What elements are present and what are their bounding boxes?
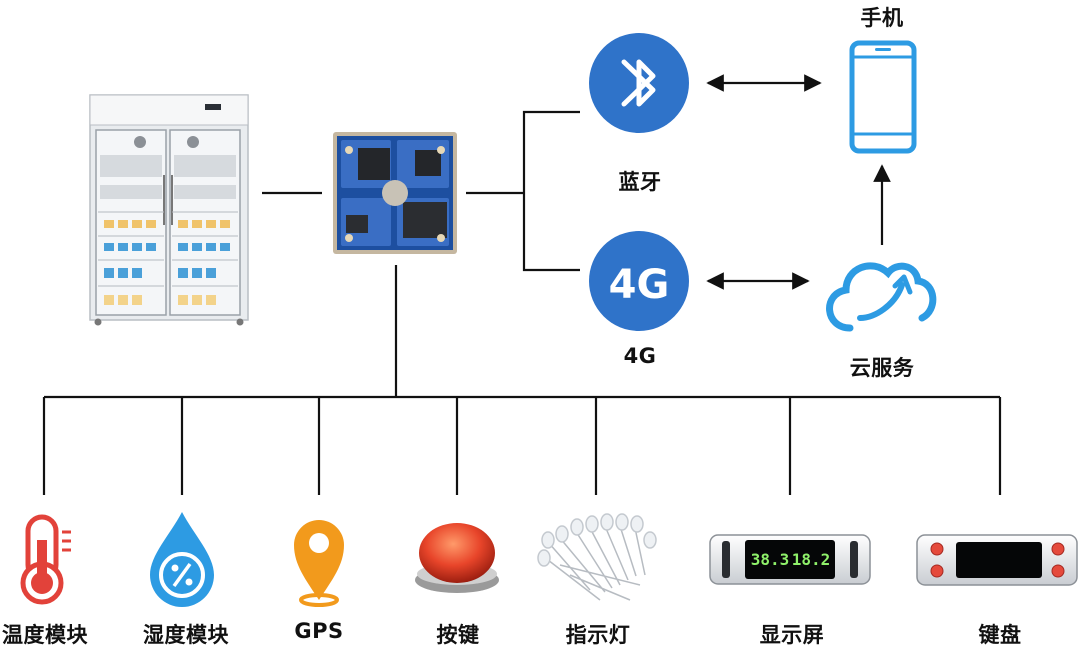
module-label-indicator: 指示灯 [565, 623, 631, 647]
keypad-panel-icon [916, 534, 1078, 586]
4g-badge-text: 4G [609, 262, 670, 308]
4g-icon: 4G [589, 231, 689, 331]
medicine-cabinet-icon [89, 94, 249, 326]
display-readout-left: 38.3 [751, 550, 790, 569]
bluetooth-icon [589, 33, 689, 133]
core-board-icon [333, 132, 457, 254]
module-label-temperature: 温度模块 [2, 623, 88, 647]
module-label-gps: GPS [294, 619, 344, 643]
module-label-humidity: 湿度模块 [143, 623, 229, 647]
module-label-keypad: 键盘 [978, 623, 1022, 647]
led-indicator-icon [537, 513, 657, 601]
bluetooth-label: 蓝牙 [618, 170, 662, 194]
cloud-sync-icon [826, 262, 937, 332]
push-button-icon [415, 523, 499, 593]
thermometer-icon [20, 514, 71, 605]
phone-label: 手机 [860, 6, 904, 30]
module-label-button: 按键 [436, 623, 480, 647]
humidity-drop-icon [150, 512, 214, 607]
split-branch-line [522, 110, 580, 272]
gps-pin-icon [294, 520, 344, 607]
connection-lines [42, 74, 1002, 495]
display-panel-icon: 38.3 18.2 [709, 534, 871, 585]
cloud-label: 云服务 [849, 356, 915, 380]
module-label-display: 显示屏 [759, 623, 825, 647]
display-readout-right: 18.2 [792, 550, 831, 569]
4g-label: 4G [623, 344, 657, 368]
smartphone-icon [849, 40, 917, 154]
